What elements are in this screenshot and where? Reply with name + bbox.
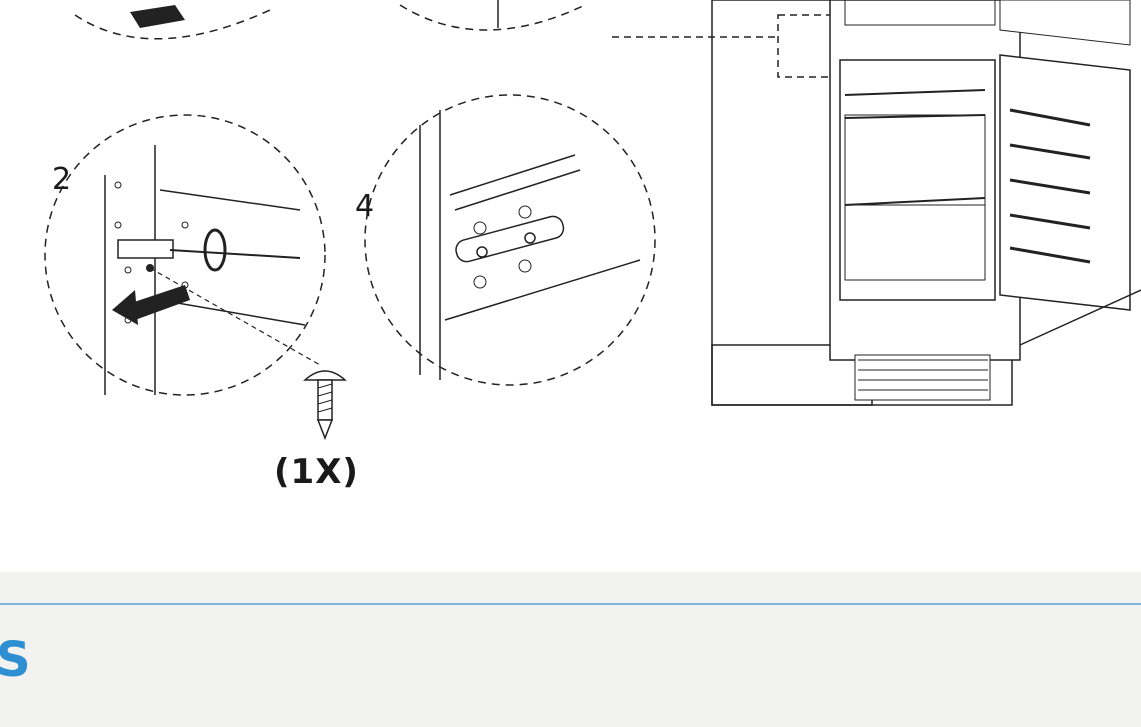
step-number-4: 4 <box>355 189 375 224</box>
installation-illustration: 2 4 (1X) <box>44 0 1141 492</box>
screw-quantity-label: (1X) <box>274 452 359 492</box>
section-heading-fragment: S <box>0 632 31 688</box>
screw-icon <box>303 370 347 441</box>
detail-circle-step1 <box>74 5 271 40</box>
detail-circle-step3 <box>399 0 586 31</box>
detail-circle-step4 <box>364 94 656 386</box>
fridge-illustration <box>711 0 1141 406</box>
footer-band: S <box>0 572 1141 727</box>
footer-divider <box>0 603 1141 605</box>
illustration-canvas <box>44 0 1141 441</box>
detail-circle-step2 <box>44 114 326 396</box>
step-number-2: 2 <box>52 162 72 197</box>
